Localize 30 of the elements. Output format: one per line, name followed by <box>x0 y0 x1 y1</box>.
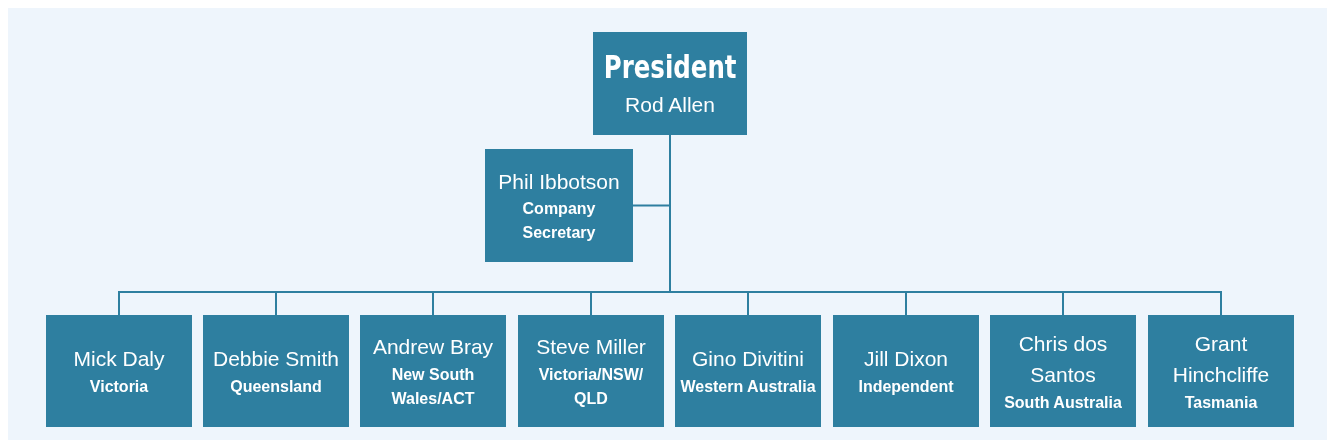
name-text: Andrew Bray <box>372 334 494 361</box>
role-text: South Australia <box>1004 392 1122 413</box>
person-box <box>833 315 979 427</box>
role-text: Rod Allen <box>625 91 715 118</box>
person-box <box>360 315 506 427</box>
person-box <box>485 149 633 262</box>
role-text: Company Secretary <box>521 199 597 244</box>
person-box <box>1148 315 1294 427</box>
person-box <box>593 32 747 135</box>
name-text: Chris dos Santos <box>1017 330 1109 388</box>
name-text: Steve Miller <box>536 334 646 361</box>
person-box <box>518 315 664 427</box>
name-text: Jill Dixon <box>864 346 948 373</box>
name-text: Mick Daly <box>73 346 165 373</box>
role-text: Western Australia <box>680 376 816 397</box>
role-text: Queensland <box>230 376 322 397</box>
role-text: Tasmania <box>1184 392 1258 413</box>
name-text: Gino Divitini <box>691 346 804 373</box>
name-text: Debbie Smith <box>212 346 340 373</box>
role-text: Victoria <box>89 376 149 397</box>
role-text: New South Wales/ACT <box>390 364 476 409</box>
name-text: Grant Hinchcliffe <box>1171 330 1271 388</box>
person-box <box>990 315 1136 427</box>
role-text: Victoria/NSW/ QLD <box>537 364 645 409</box>
role-text: Independent <box>858 376 954 397</box>
name-text: Phil Ibbotson <box>498 168 620 195</box>
person-box <box>203 315 349 427</box>
title-text: President <box>603 46 737 88</box>
person-box <box>675 315 821 427</box>
person-box <box>46 315 192 427</box>
